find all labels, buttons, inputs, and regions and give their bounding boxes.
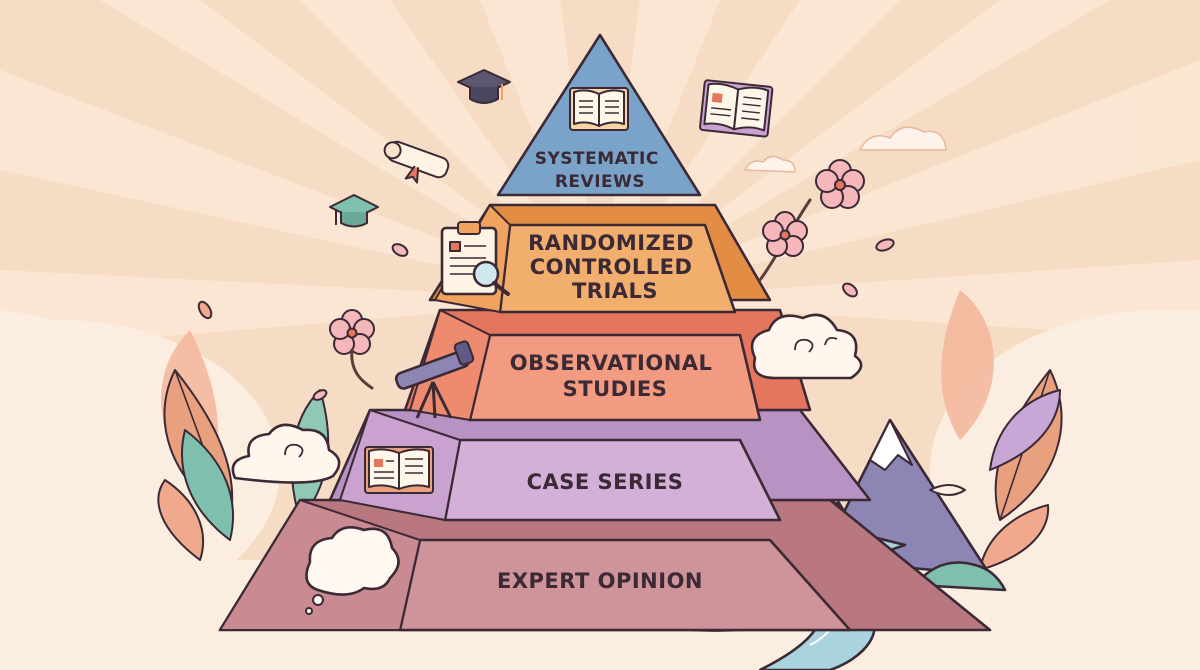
tier-2-line-3: TRIALS: [572, 279, 658, 303]
clipboard-magnifier-icon: [440, 221, 510, 296]
tier-1-line-1: SYSTEMATIC: [535, 149, 659, 169]
book-icon: [699, 79, 774, 138]
tier-5-label: EXPERT OPINION: [497, 569, 703, 593]
graduation-cap-icon: [329, 194, 379, 228]
cloud-swirl-icon: [750, 313, 863, 380]
cherry-blossom-icon: [329, 159, 865, 390]
tier-5-line-1: EXPERT OPINION: [497, 569, 703, 593]
tier-3-line-1: OBSERVATIONAL: [510, 351, 713, 375]
tier-2-line-1: RANDOMIZED: [528, 231, 694, 255]
book-icon: [364, 446, 434, 494]
tier-labels: SYSTEMATIC REVIEWS RANDOMIZED CONTROLLED…: [497, 149, 720, 593]
tier-1-label: SYSTEMATIC REVIEWS: [535, 149, 666, 192]
distant-clouds: [744, 126, 947, 173]
telescope-icon: [394, 340, 475, 419]
cloud-swirl-icon: [231, 423, 341, 484]
tier-3-label: OBSERVATIONAL STUDIES: [510, 351, 720, 401]
tier-observational-studies: [403, 308, 812, 422]
thought-cloud-icon: [305, 526, 400, 615]
graduation-cap-icon: [457, 69, 511, 104]
right-foliage: [941, 290, 1063, 571]
book-icon: [569, 87, 629, 131]
diploma-scroll-icon: [383, 140, 450, 184]
tier-4-line-1: CASE SERIES: [527, 470, 684, 494]
tier-2-line-2: CONTROLLED: [530, 255, 693, 279]
falling-petals: [197, 238, 895, 401]
tier-4-label: CASE SERIES: [527, 470, 684, 494]
tier-3-line-2: STUDIES: [563, 377, 668, 401]
tier-1-line-2: REVIEWS: [555, 172, 645, 192]
tier-2-label: RANDOMIZED CONTROLLED TRIALS: [528, 231, 702, 303]
